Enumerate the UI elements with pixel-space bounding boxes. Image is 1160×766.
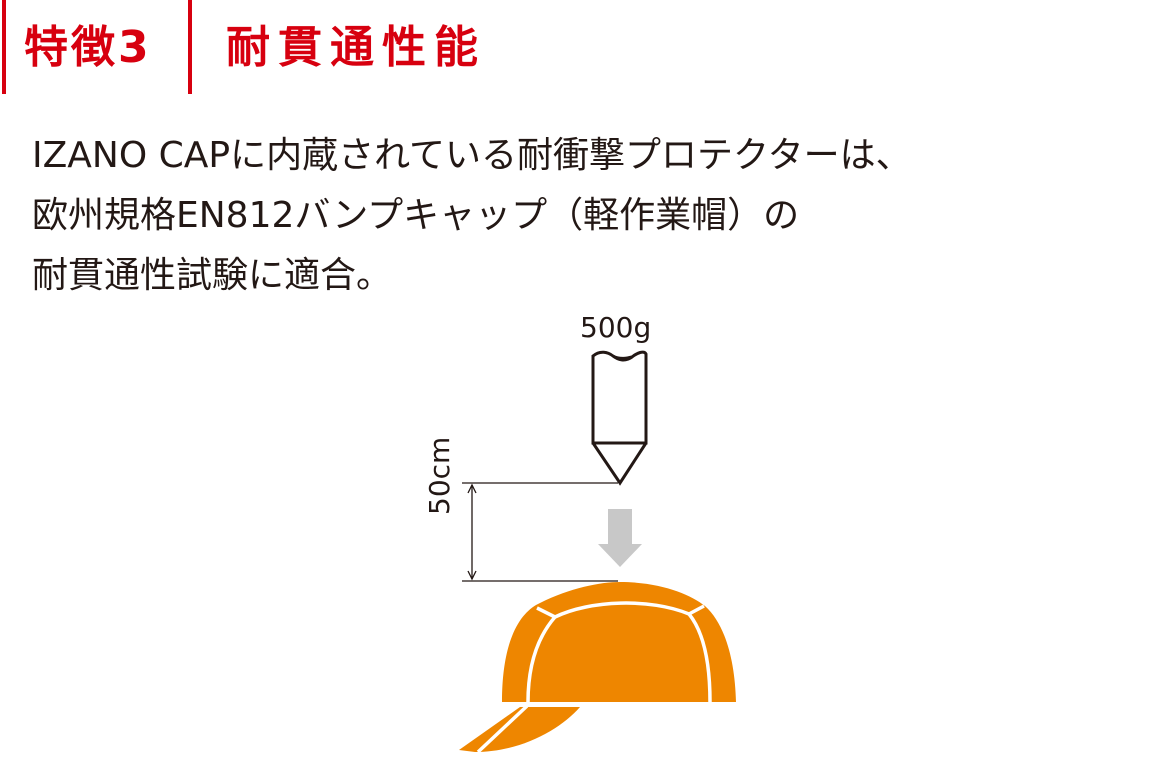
feature-header: 特徴3 耐貫通性能 — [0, 0, 1160, 94]
description-text: IZANO CAPに内蔵されている耐衝撃プロテクターは、 欧州規格EN812バン… — [32, 126, 1032, 306]
feature-number-label: 特徴3 — [24, 22, 152, 73]
description-line-1: IZANO CAPに内蔵されている耐衝撃プロテクターは、 — [32, 135, 912, 176]
cap-seams — [476, 601, 738, 754]
bump-cap-icon — [459, 582, 736, 752]
header-divider-bar — [188, 0, 192, 94]
down-arrow-icon — [598, 509, 642, 567]
weight-label: 500g — [580, 311, 652, 344]
description-line-2: 欧州規格EN812バンプキャップ（軽作業帽）の — [32, 195, 800, 236]
feature-title: 耐貫通性能 — [226, 22, 486, 73]
header-left-bar — [2, 0, 6, 94]
pointed-striker-icon — [591, 350, 648, 486]
description-line-3: 耐貫通性試験に適合。 — [32, 255, 393, 296]
drop-height-dimension — [462, 482, 618, 582]
